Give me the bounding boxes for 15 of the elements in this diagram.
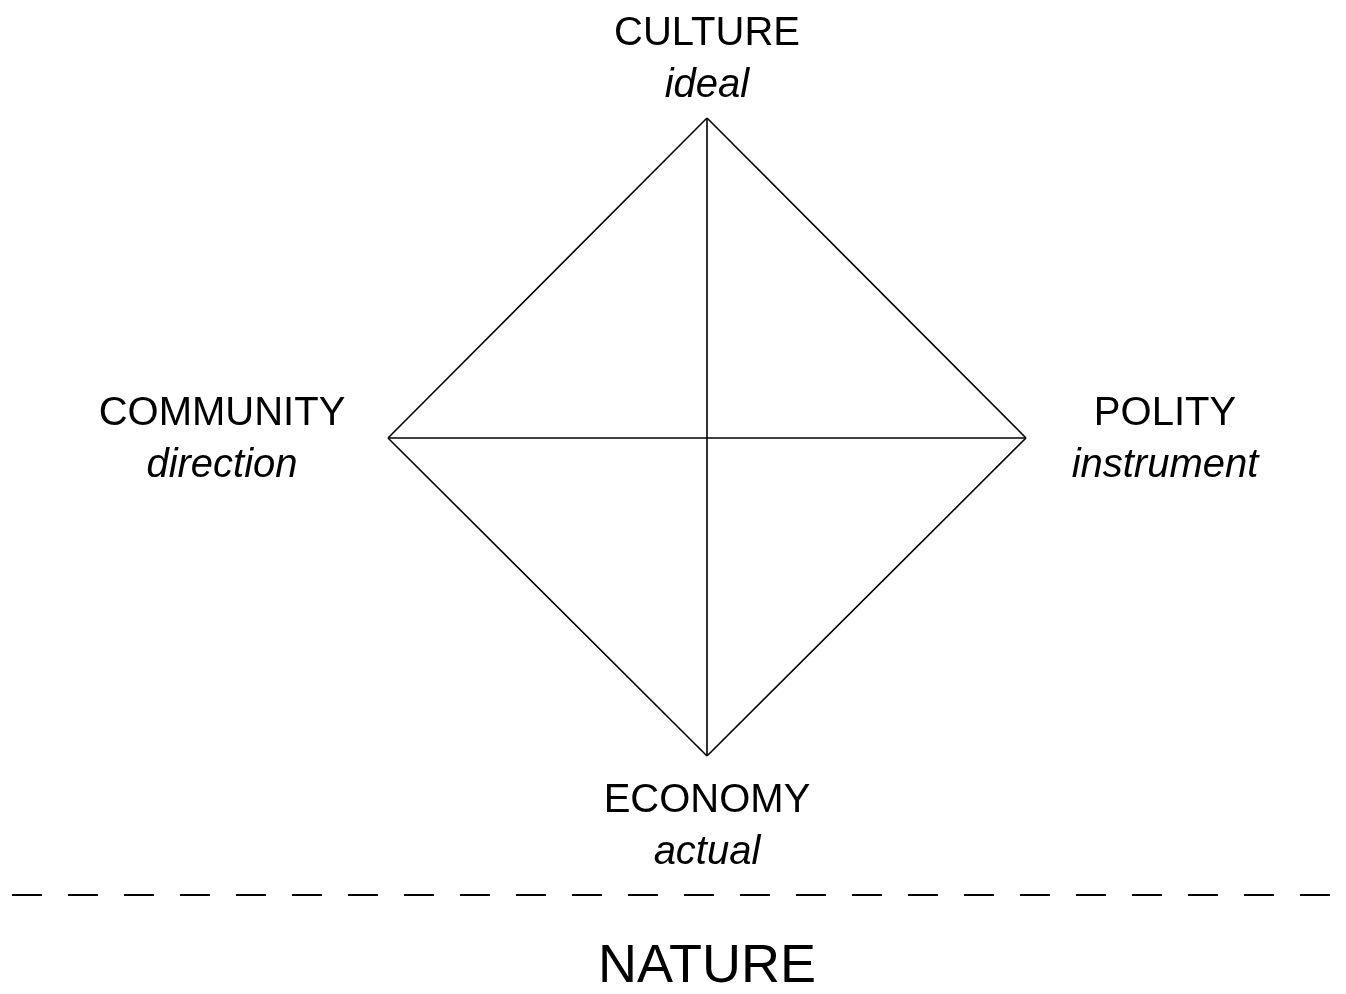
node-subtitle: ideal xyxy=(664,60,750,107)
node-title: CULTURE xyxy=(614,8,800,55)
node-subtitle: actual xyxy=(653,827,761,874)
node-title: POLITY xyxy=(1093,388,1237,435)
node-subtitle: instrument xyxy=(1071,440,1259,487)
node-title: ECONOMY xyxy=(603,775,811,822)
connector-line xyxy=(706,117,708,757)
connector-line xyxy=(387,117,708,439)
node-subtitle: direction xyxy=(146,440,298,487)
connector-line xyxy=(387,437,708,757)
connector-line xyxy=(387,437,1027,439)
region-label: NATURE xyxy=(598,932,816,994)
connector-line xyxy=(706,437,1027,757)
node-title: COMMUNITY xyxy=(98,388,346,435)
connector-line xyxy=(706,117,1027,439)
